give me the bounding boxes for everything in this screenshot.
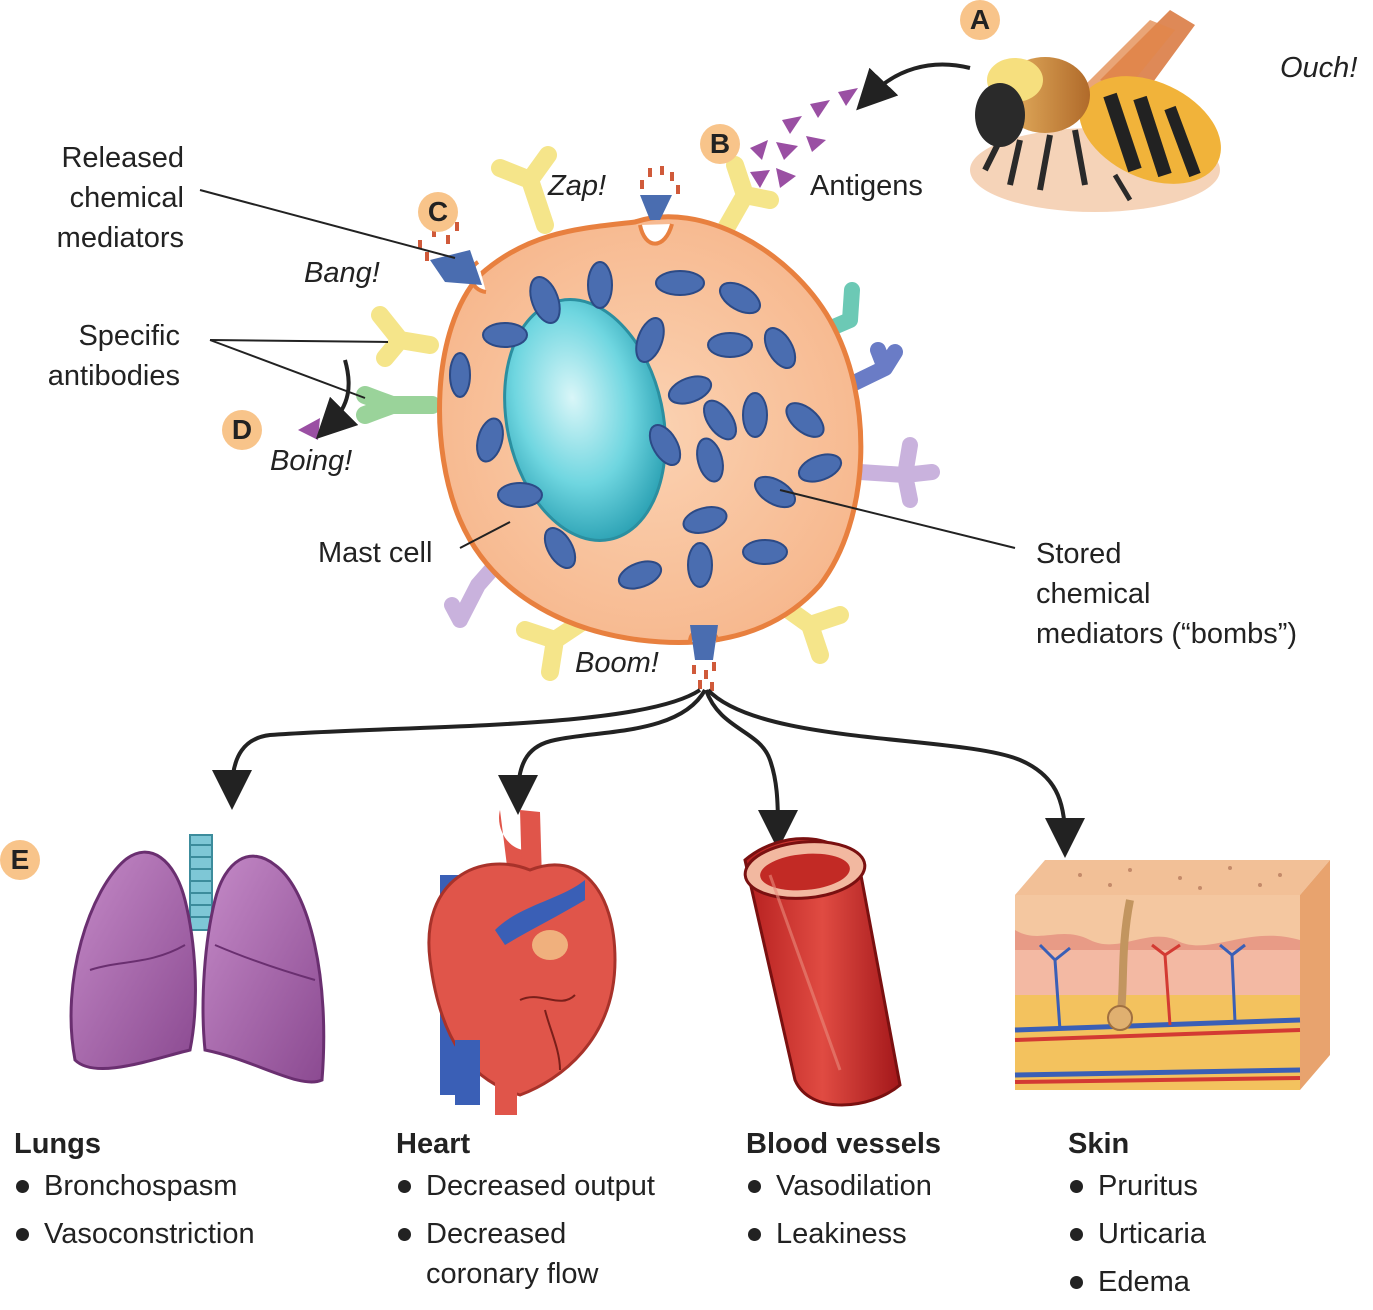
ouch-label: Ouch! bbox=[1280, 52, 1358, 84]
effects-heart: Decreased output Decreased coronary flow bbox=[396, 1166, 655, 1302]
mast-cell bbox=[356, 146, 940, 691]
antigen-single bbox=[298, 418, 320, 440]
effect-item: Urticaria bbox=[1068, 1214, 1206, 1254]
effects-skin: Pruritus Urticaria Edema bbox=[1068, 1166, 1206, 1310]
bee-sting-arrow bbox=[856, 62, 971, 111]
antibody-top-right bbox=[716, 156, 779, 239]
mast-cell-label: Mast cell bbox=[318, 537, 433, 569]
boom-label: Boom! bbox=[575, 647, 659, 679]
blood-vessel-illustration bbox=[743, 837, 902, 1107]
organ-title-skin: Skin bbox=[1068, 1128, 1130, 1160]
antibody-right-lilac bbox=[852, 437, 940, 508]
stored-line-3: mediators (“bombs”) bbox=[1036, 618, 1298, 650]
effect-arrows bbox=[212, 688, 1085, 858]
effects-lungs: Bronchospasm Vasoconstriction bbox=[14, 1166, 255, 1262]
boing-label: Boing! bbox=[270, 445, 353, 477]
badge-e: E bbox=[0, 840, 40, 880]
effect-item: Leakiness bbox=[746, 1214, 932, 1254]
bang-label: Bang! bbox=[304, 257, 380, 289]
released-line-1: Released bbox=[61, 142, 184, 174]
stored-line-2: chemical bbox=[1036, 578, 1151, 610]
specific-line-1: Specific bbox=[78, 320, 180, 352]
leader-lines bbox=[199, 189, 1016, 549]
organ-title-blood-vessels: Blood vessels bbox=[746, 1128, 942, 1160]
heart-illustration bbox=[427, 810, 617, 1115]
specific-line-2: antibodies bbox=[47, 360, 180, 392]
released-line-2: chemical bbox=[69, 182, 184, 214]
skin-illustration bbox=[1014, 860, 1330, 1090]
stored-granules bbox=[449, 261, 843, 590]
stored-line-1: Stored bbox=[1036, 538, 1122, 570]
stored-mediators-label: Stored chemical mediators (“bombs”) bbox=[1036, 534, 1297, 654]
effect-item: Pruritus bbox=[1068, 1166, 1206, 1206]
lungs-illustration bbox=[69, 834, 326, 1084]
badge-c: C bbox=[418, 192, 458, 232]
effect-item: Bronchospasm bbox=[14, 1166, 255, 1206]
antibody-right-blue bbox=[842, 342, 903, 393]
effects-blood-vessels: Vasodilation Leakiness bbox=[746, 1166, 932, 1262]
released-mediators-label: Released chemical mediators bbox=[44, 138, 184, 258]
antibody-left-green bbox=[356, 386, 441, 424]
badge-d: D bbox=[222, 410, 262, 450]
effect-item: Edema bbox=[1068, 1262, 1206, 1302]
antibody-top-left bbox=[491, 146, 557, 234]
antibody-left-yellow bbox=[371, 306, 439, 367]
effect-item: Decreased coronary flow bbox=[396, 1214, 636, 1294]
specific-antibodies-label: Specific antibodies bbox=[28, 316, 180, 396]
released-mediators bbox=[430, 195, 718, 660]
bee-illustration bbox=[970, 10, 1221, 212]
effect-item: Decreased output bbox=[396, 1166, 655, 1206]
badge-a: A bbox=[960, 0, 1000, 40]
badge-b: B bbox=[700, 124, 740, 164]
antigen-cluster bbox=[750, 88, 858, 188]
organ-title-lungs: Lungs bbox=[14, 1128, 101, 1160]
effect-item: Vasodilation bbox=[746, 1166, 932, 1206]
antigen-bounce-arrow bbox=[315, 359, 359, 440]
released-line-3: mediators bbox=[56, 222, 184, 254]
zap-label: Zap! bbox=[548, 170, 607, 202]
effect-item: Vasoconstriction bbox=[14, 1214, 255, 1254]
antigens-label: Antigens bbox=[810, 170, 923, 202]
organ-title-heart: Heart bbox=[396, 1128, 471, 1160]
